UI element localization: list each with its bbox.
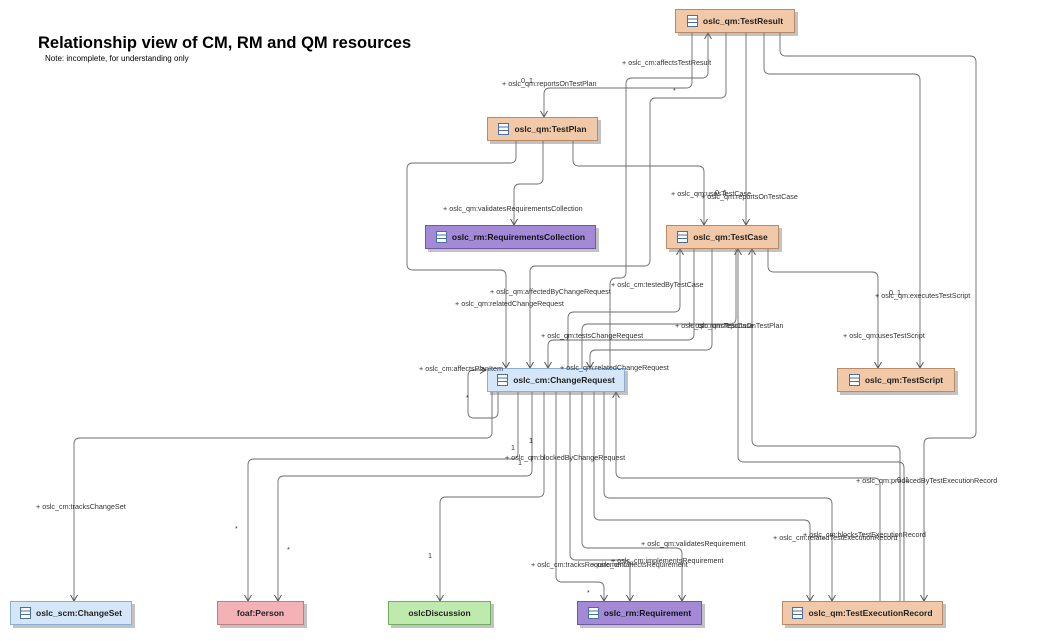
label-reports-on-test-case: + oslc_qm:reportsOnTestCase: [701, 192, 798, 201]
label-reports-on-test-plan-multiplicity: 0..1: [521, 76, 533, 85]
node-discussion[interactable]: oslcDiscussion: [388, 601, 491, 625]
node-label: foaf:Person: [236, 608, 285, 618]
diagram-title: Relationship view of CM, RM and QM resou…: [38, 34, 412, 52]
label-uses-test-case: + oslc_qm:usesTestCase: [671, 189, 752, 198]
label-affected-by-change-request: + oslc_qm:affectedByChangeRequest: [490, 287, 611, 296]
label-star-person-2: *: [287, 545, 290, 554]
edge-tp-change-request: [406, 141, 517, 368]
edge-blocks-ter: [603, 392, 832, 601]
label-executes-test-script: + oslc_qm:executesTestScript: [875, 291, 971, 300]
label-tested-by-test-case: + oslc_cm:testedByTestCase: [611, 280, 704, 289]
edge-tested-by-test-case: [567, 249, 680, 368]
label-one-a: 1: [529, 436, 533, 445]
label-star: *: [673, 86, 676, 95]
node-change-set[interactable]: oslc_scm:ChangeSet: [10, 601, 132, 625]
label-validates-requirements-collection: + oslc_qm:validatesRequirementsCollectio…: [443, 204, 583, 213]
label-tracks-requirement: + oslc_cm:tracksRequirement: [531, 560, 626, 569]
edge-produced-by-ter: [738, 249, 905, 601]
label-one-b: 1: [511, 443, 515, 452]
edge-tr-change-request: [530, 33, 727, 368]
edge-related-ter: [593, 392, 810, 601]
node-label: oslcDiscussion: [408, 608, 471, 618]
diagram-subtitle: Note: incomplete, for understanding only: [45, 54, 189, 63]
label-one-discussion: 1: [428, 551, 432, 560]
label-blocked-by-change-request: + oslc_qm:blockedByChangeRequest: [505, 453, 626, 462]
edge-discussion: [440, 392, 545, 601]
edge-reports-on-test-plan: [544, 33, 693, 117]
node-label: oslc_rm:RequirementsCollection: [451, 232, 586, 242]
node-label: oslc_qm:TestPlan: [514, 124, 587, 134]
label-uses-test-script: + oslc_qm:usesTestScript: [843, 331, 925, 340]
label-produced-by-ter-multiplicity: 0..1: [897, 475, 909, 484]
node-person[interactable]: foaf:Person: [217, 601, 304, 625]
label-affects-requirement: + oslc_cm:affectsRequirement: [591, 560, 688, 569]
label-related-change-request-2: + oslc_qm:relatedChangeRequest: [560, 363, 669, 372]
edge-ter-test-case: [752, 249, 901, 601]
label-produced-by-ter: + oslc_qm:producedByTestExecutionRecord: [856, 476, 998, 485]
label-reports-on-test-case-multiplicity: 0..1: [715, 188, 727, 197]
edge-blocked-by-change-request: [616, 392, 881, 601]
node-change-request[interactable]: oslc_cm:ChangeRequest: [487, 368, 625, 392]
node-label: oslc_qm:TestCase: [693, 232, 768, 242]
node-test-execution-record[interactable]: oslc_qm:TestExecutionRecord: [782, 601, 943, 625]
label-implements-requirement: + oslc_cm:implementsRequirement: [611, 556, 724, 565]
class-icon: [686, 15, 698, 27]
node-requirement[interactable]: oslc_rm:Requirement: [577, 601, 702, 625]
label-validates-requirement: + oslc_qm:validatesRequirement: [641, 539, 746, 548]
label-related-ter: + oslc_cm:relatedTestExecutionRecord: [773, 533, 898, 542]
label-self-star: *: [466, 393, 469, 402]
node-requirements-collection[interactable]: oslc_rm:RequirementsCollection: [425, 225, 596, 249]
edge-tracks-change-set: [74, 392, 493, 601]
class-icon: [498, 123, 510, 135]
label-one-c: 1: [518, 458, 522, 467]
node-label: oslc_qm:TestScript: [864, 375, 944, 385]
class-icon: [587, 607, 599, 619]
edge-self-loop: [467, 370, 499, 419]
class-icon: [20, 607, 31, 619]
node-test-script[interactable]: oslc_qm:TestScript: [837, 368, 955, 392]
label-star-requirement: *: [587, 588, 590, 597]
node-test-case[interactable]: oslc_qm:TestCase: [666, 225, 779, 249]
edge-tracks-requirement: [555, 392, 604, 601]
label-tracks-change-set: + oslc_cm:tracksChangeSet: [36, 502, 126, 511]
edge-tr-test-script: [763, 33, 920, 368]
node-test-result[interactable]: oslc_qm:TestResult: [675, 9, 795, 33]
edge-uses-test-case: [572, 141, 704, 225]
class-icon: [677, 231, 689, 243]
label-overlap-1: + oslc_qm:runsTestCase: [675, 321, 754, 330]
edge-affects-test-result: [609, 33, 708, 368]
label-overlap-2: + oslc_qm:reportsOnTestPlan: [689, 321, 784, 330]
node-label: oslc_cm:ChangeRequest: [513, 375, 615, 385]
label-tests-change-request: + oslc_qm:testsChangeRequest: [541, 331, 644, 340]
edge-executes-test-script: [767, 249, 878, 368]
label-affects-test-result: + oslc_cm:affectsTestResult: [622, 58, 712, 67]
node-label: oslc_rm:Requirement: [603, 608, 692, 618]
label-executes-test-script-multiplicity: 0..1: [889, 288, 901, 297]
edge-implements-requirement: [569, 392, 630, 601]
class-icon: [848, 374, 860, 386]
class-icon: [497, 374, 509, 386]
node-label: oslc_qm:TestExecutionRecord: [808, 608, 933, 618]
edge-validates-requirements-collection: [514, 141, 544, 225]
label-related-change-request-1: + oslc_qm:relatedChangeRequest: [455, 299, 564, 308]
edge-person-2: [278, 392, 533, 601]
node-label: oslc_qm:TestResult: [702, 16, 784, 26]
edge-person-1: [248, 392, 519, 601]
node-test-plan[interactable]: oslc_qm:TestPlan: [487, 117, 598, 141]
edge-tr-ter: [779, 33, 977, 601]
label-blocks-ter: + oslc_cm:blocksTestExecutionRecord: [803, 530, 926, 539]
edge-related-change-request: [590, 249, 713, 368]
class-icon: [435, 231, 447, 243]
label-affects-plan-item: + oslc_cm:affectsPlanItem: [419, 364, 503, 373]
label-reports-on-test-plan: + oslc_qm:reportsOnTestPlan: [502, 79, 597, 88]
label-star-person-1: *: [235, 524, 238, 533]
class-icon: [792, 607, 804, 619]
edge-validates-requirement: [581, 249, 737, 601]
edge-tests-change-request: [548, 249, 695, 368]
node-label: oslc_scm:ChangeSet: [36, 608, 122, 618]
